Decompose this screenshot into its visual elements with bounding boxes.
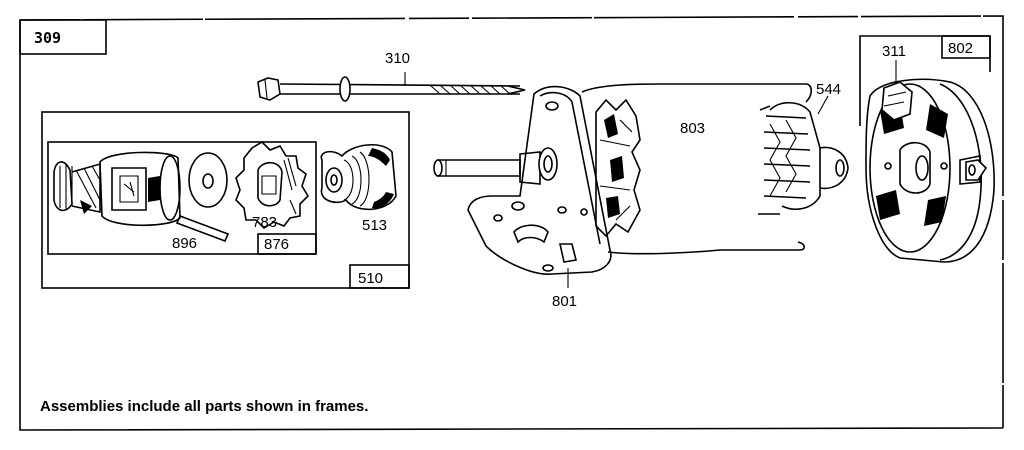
frame-510: 510 — [41, 111, 410, 289]
pin-896: 896 — [172, 214, 230, 252]
end-cap — [865, 78, 995, 263]
end-plate-801: 801 — [433, 85, 612, 310]
label-310: 310 — [385, 50, 410, 67]
gear-783: 783 — [235, 140, 310, 231]
label-510: 510 — [358, 270, 383, 287]
figure-number-box: 309 — [19, 19, 107, 55]
figure-number: 309 — [34, 29, 61, 47]
housing-803: 803 — [581, 83, 813, 255]
label-544: 544 — [816, 81, 841, 98]
washer — [188, 152, 228, 208]
label-783: 783 — [252, 214, 277, 231]
frame-802: 802 — [859, 35, 991, 126]
outer-frame — [19, 15, 1004, 431]
label-896: 896 — [172, 235, 197, 252]
frame-876: 876 — [47, 141, 317, 255]
footnote: Assemblies include all parts shown in fr… — [40, 398, 368, 415]
brush-311: 311 — [881, 43, 913, 121]
bolt-310: 310 — [257, 50, 526, 102]
label-803: 803 — [680, 120, 705, 137]
label-802: 802 — [948, 40, 973, 57]
drive-clutch — [53, 151, 181, 227]
label-801: 801 — [552, 293, 577, 310]
label-311: 311 — [882, 43, 906, 60]
commutator-544: 544 — [758, 81, 849, 215]
spring-513: 513 — [320, 144, 397, 234]
label-513: 513 — [362, 217, 387, 234]
label-876: 876 — [264, 236, 289, 253]
